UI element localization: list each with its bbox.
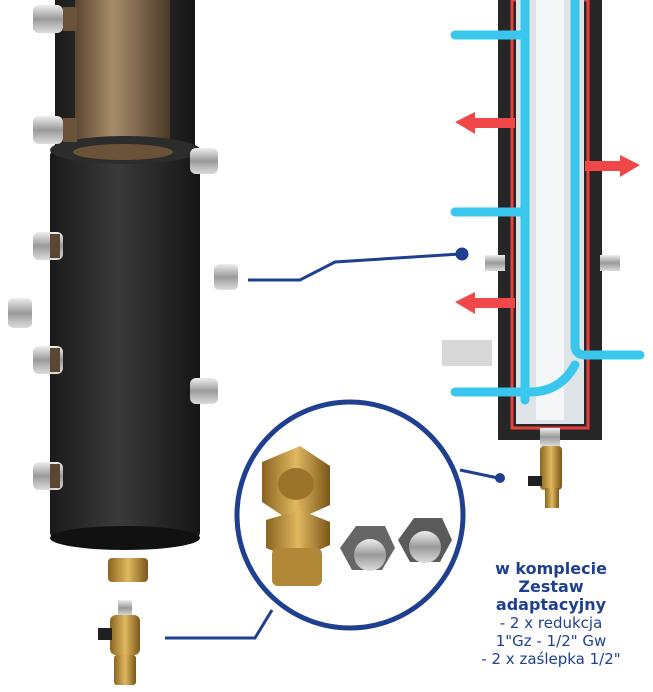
callout-connector [248,247,469,282]
center-tube [536,0,564,420]
connector-to-section [459,468,499,480]
loose-plugs [8,264,238,328]
hydraulic-separator [8,0,238,550]
caption-line-2: Zestaw [518,577,584,596]
connector-to-valve [165,609,274,640]
caption-item: 1"Gz - 1/2" Gw [495,632,607,650]
inner-pipe [75,0,170,158]
insulation-sleeve [50,148,200,540]
dot-icon [495,473,505,483]
right-nipples [190,148,218,404]
pipe-top-ring [73,144,173,160]
cold-flow [450,0,645,405]
caption-line-3: adaptacyjny [495,595,607,614]
hot-flow [455,112,640,314]
caption-item: - 2 x zaślepka 1/2" [481,650,621,668]
drain-valve [98,600,140,685]
brass-reducers [262,446,330,586]
chrome-plugs [340,518,452,571]
left-nipples [33,5,77,490]
kit-caption: w komplecie Zestaw adaptacyjny - 2 x red… [455,559,647,669]
section-fittings [442,255,620,508]
magnifier-circle [234,399,466,631]
caption-line-1: w komplecie [495,559,607,578]
sleeve-bottom [50,526,200,550]
dot-icon [455,247,469,261]
cross-section [442,0,645,508]
brass-reducer [108,558,148,582]
adapter-kit-callout [165,399,505,640]
bottom-fittings [98,558,148,685]
caption-item: - 2 x redukcja [499,614,603,632]
